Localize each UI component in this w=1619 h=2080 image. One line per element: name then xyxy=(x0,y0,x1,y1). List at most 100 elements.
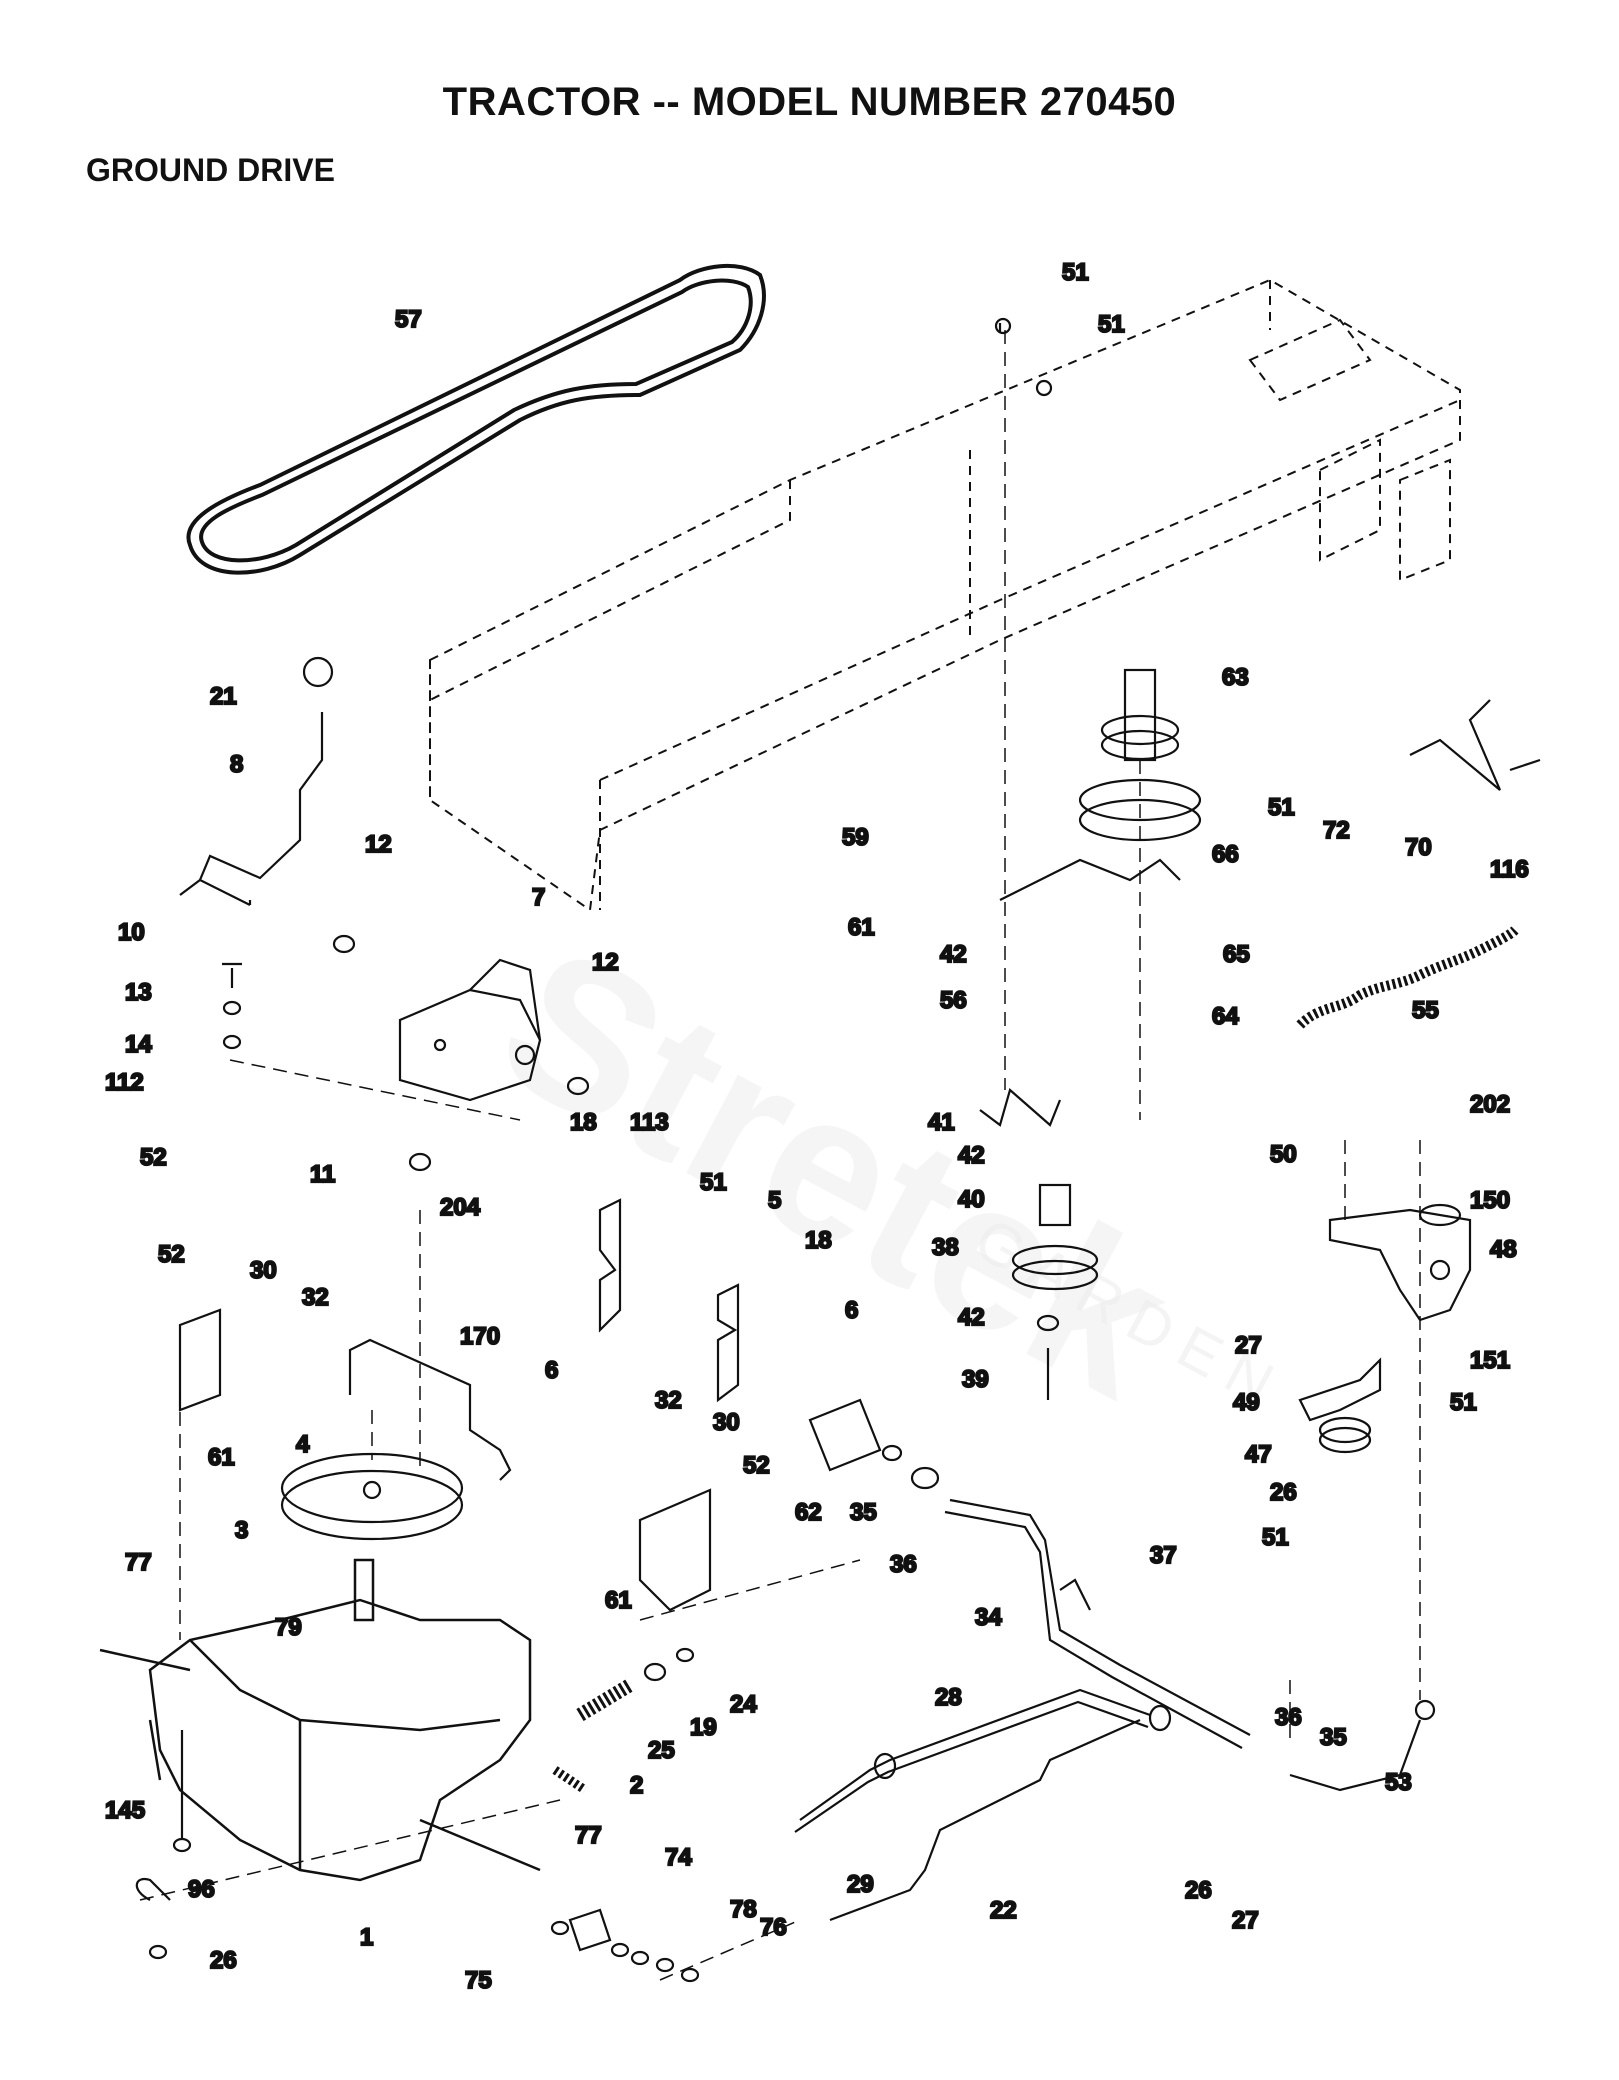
callout-label: 51 xyxy=(1262,1524,1289,1551)
callout-label: 37 xyxy=(1150,1542,1177,1569)
callout-label: 50 xyxy=(1270,1141,1297,1168)
callout-label: 30 xyxy=(713,1409,740,1436)
callout-label: 72 xyxy=(1323,817,1350,844)
bracket-48 xyxy=(1328,1203,1472,1322)
callout-label: 61 xyxy=(208,1444,235,1471)
brackets-5-113-30 xyxy=(178,1198,740,1612)
callout-label: 2 xyxy=(630,1772,643,1799)
drive-belt-57 xyxy=(186,263,766,575)
callout-label: 64 xyxy=(1212,1003,1239,1030)
callout-label: 79 xyxy=(275,1614,302,1641)
callout-label: 32 xyxy=(655,1387,682,1414)
callout-label: 27 xyxy=(1235,1332,1262,1359)
callout-label: 74 xyxy=(665,1844,692,1871)
spacer-74 xyxy=(550,1908,700,1983)
callout-label: 6 xyxy=(845,1297,858,1324)
callout-label: 12 xyxy=(365,831,392,858)
callout-label: 8 xyxy=(230,751,243,778)
callout-label: 24 xyxy=(730,1691,757,1718)
callout-label: 30 xyxy=(250,1257,277,1284)
callout-label: 65 xyxy=(1223,941,1250,968)
callout-label: 78 xyxy=(730,1896,757,1923)
callout-label: 63 xyxy=(1222,664,1249,691)
callout-label: 55 xyxy=(1412,997,1439,1024)
callout-label: 27 xyxy=(1232,1907,1259,1934)
pulley-3 xyxy=(280,1452,464,1541)
callout-label: 19 xyxy=(690,1714,717,1741)
clip-96 xyxy=(135,1877,171,1960)
callout-label: 6 xyxy=(545,1357,558,1384)
callout-label: 70 xyxy=(1405,834,1432,861)
callout-label: 113 xyxy=(630,1109,669,1136)
callout-label: 116 xyxy=(1490,856,1529,883)
tractor-frame xyxy=(429,278,1461,912)
callout-label: 62 xyxy=(795,1499,822,1526)
callout-label: 41 xyxy=(928,1109,955,1136)
callout-label: 51 xyxy=(700,1169,727,1196)
callout-label: 61 xyxy=(848,914,875,941)
callout-label: 52 xyxy=(140,1144,167,1171)
rod-41 xyxy=(979,1088,1062,1127)
callout-label: 47 xyxy=(1245,1441,1272,1468)
callout-label: 36 xyxy=(1275,1704,1302,1731)
hardware-small xyxy=(222,317,1053,1172)
callout-label: 170 xyxy=(460,1323,500,1350)
callout-label: 36 xyxy=(890,1551,917,1578)
bolt-145 xyxy=(172,1730,192,1853)
bracket-49 xyxy=(1298,1357,1382,1454)
callout-label: 51 xyxy=(1098,311,1125,338)
rod-28 xyxy=(794,1688,1172,1833)
callout-label: 53 xyxy=(1385,1769,1412,1796)
callout-label: 26 xyxy=(210,1947,237,1974)
spring-55 xyxy=(1296,926,1519,1029)
callout-label: 59 xyxy=(842,824,869,851)
callout-label: 29 xyxy=(847,1871,874,1898)
callout-label: 12 xyxy=(592,949,619,976)
callout-label: 66 xyxy=(1212,841,1239,868)
callout-label: 51 xyxy=(1062,259,1089,286)
callout-label: 35 xyxy=(1320,1724,1347,1751)
rod-22 xyxy=(829,1718,1141,1922)
shift-lever-8 xyxy=(179,656,334,906)
page-title: TRACTOR -- MODEL NUMBER 270450 xyxy=(442,80,1177,124)
callout-label: 13 xyxy=(125,979,152,1006)
callout-label: 202 xyxy=(1470,1091,1510,1118)
callout-labels: 57 51 51 63 21 8 12 7 12 10 13 14 112 59… xyxy=(104,258,1530,1995)
rod-170 xyxy=(348,1338,512,1481)
callout-label: 96 xyxy=(188,1876,215,1903)
spring-25 xyxy=(576,1647,695,1722)
callout-label: 18 xyxy=(570,1109,597,1136)
spring-2 xyxy=(552,1766,588,1794)
callout-label: 39 xyxy=(962,1366,989,1393)
callout-label: 204 xyxy=(440,1194,481,1221)
callout-label: 42 xyxy=(940,941,967,968)
callout-label: 40 xyxy=(958,1186,985,1213)
callout-label: 48 xyxy=(1490,1236,1517,1263)
callout-label: 14 xyxy=(125,1031,152,1058)
rod-70 xyxy=(1409,699,1541,791)
spacer-62 xyxy=(808,1398,940,1490)
callout-label: 22 xyxy=(990,1897,1017,1924)
section-title: GROUND DRIVE xyxy=(86,152,335,188)
callout-label: 56 xyxy=(940,987,967,1014)
callout-label: 35 xyxy=(850,1499,877,1526)
callout-label: 61 xyxy=(605,1587,632,1614)
callout-label: 151 xyxy=(1470,1347,1510,1374)
pulley-63 xyxy=(999,668,1202,901)
pulley-38 xyxy=(1011,1183,1099,1400)
callout-label: 52 xyxy=(743,1452,770,1479)
callout-label: 26 xyxy=(1185,1877,1212,1904)
callout-label: 1 xyxy=(360,1924,373,1951)
callout-label: 34 xyxy=(975,1604,1002,1631)
shaft-34 xyxy=(944,1498,1251,1749)
bracket-7 xyxy=(398,958,542,1102)
callout-label: 76 xyxy=(760,1914,787,1941)
callout-label: 28 xyxy=(935,1684,962,1711)
callout-label: 3 xyxy=(235,1517,248,1544)
callout-label: 32 xyxy=(302,1284,329,1311)
callout-label: 52 xyxy=(158,1241,185,1268)
callout-label: 5 xyxy=(768,1187,781,1214)
callout-label: 77 xyxy=(125,1549,152,1576)
callout-label: 42 xyxy=(958,1304,985,1331)
